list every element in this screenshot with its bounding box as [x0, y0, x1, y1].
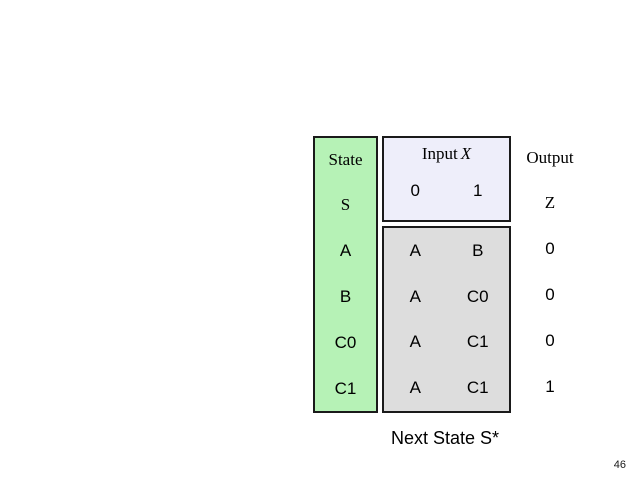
input-bit-row: 0 1 [384, 181, 509, 201]
table-row: A C0 [384, 274, 509, 320]
next-state-body: A B A C0 A C1 A C1 [382, 226, 511, 413]
next-state-r3-c0: A [409, 378, 421, 398]
input-header-label: Input [421, 144, 458, 163]
next-state-r1-c1: C0 [466, 286, 489, 306]
next-state-r0-c0: A [409, 240, 421, 260]
output-cell-c1: 1 [545, 377, 555, 396]
output-column-header: Output [526, 148, 574, 167]
input-bit-1: 1 [473, 181, 483, 200]
input-variable-symbol: X [460, 144, 472, 163]
page-number: 46 [613, 459, 626, 471]
state-cell-a: A [339, 241, 352, 260]
output-column: Output Z 0 0 0 1 [515, 136, 585, 413]
input-bit-0: 0 [410, 181, 420, 200]
output-cell-a: 0 [545, 239, 555, 258]
table-row: A C1 [384, 320, 509, 366]
state-cell-c0: C0 [334, 333, 357, 352]
output-cell-b: 0 [545, 285, 555, 304]
state-column-subheader: S [340, 195, 351, 214]
next-state-r3-c1: C1 [466, 378, 489, 398]
next-state-caption: Next State S* [390, 428, 500, 448]
next-state-r2-c1: C1 [466, 332, 489, 352]
state-column: State S A B C0 C1 [313, 136, 378, 413]
next-state-r2-c0: A [409, 332, 421, 352]
state-cell-b: B [339, 287, 352, 306]
next-state-r0-c1: B [472, 240, 484, 260]
next-state-r1-c0: A [409, 286, 421, 306]
table-row: A B [384, 228, 509, 274]
table-row: A C1 [384, 365, 509, 411]
output-column-subheader: Z [544, 193, 556, 212]
output-cell-c0: 0 [545, 331, 555, 350]
state-cell-c1: C1 [334, 379, 357, 398]
state-column-header: State [328, 150, 363, 169]
